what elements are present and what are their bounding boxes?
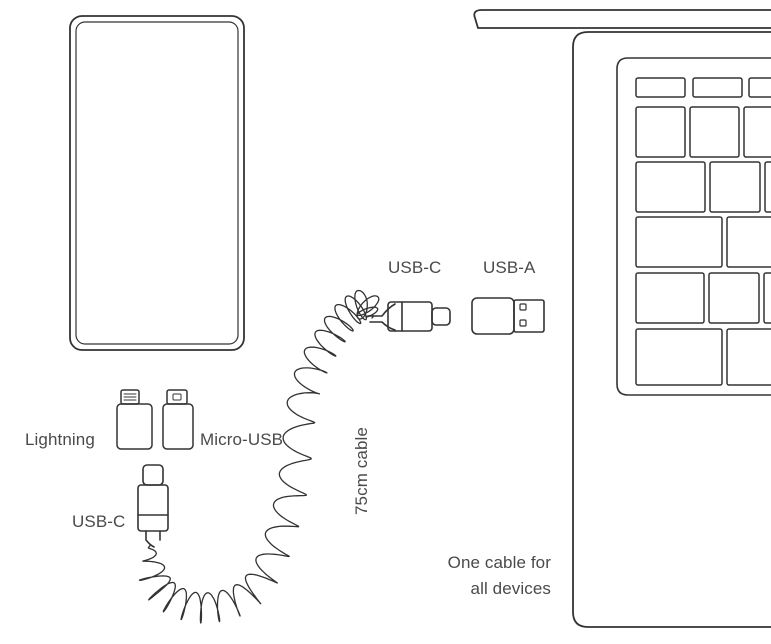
coil-strand xyxy=(138,289,380,624)
usb-c-plug-bottom-icon xyxy=(137,464,169,548)
usb-c-top-label: USB-C xyxy=(388,258,442,277)
lightning-label: Lightning xyxy=(25,430,95,449)
usb-c-bottom-label: USB-C xyxy=(72,512,126,531)
usb-c-plug-icon xyxy=(369,301,451,332)
cable-length-label: 75cm cable xyxy=(352,427,371,515)
lightning-adapter-icon xyxy=(116,389,153,450)
micro-usb-label: Micro-USB xyxy=(200,430,284,449)
coiled-cable-icon xyxy=(138,289,380,624)
micro-usb-adapter-icon xyxy=(162,389,194,450)
laptop-icon xyxy=(473,9,771,628)
tagline-line-2: all devices xyxy=(470,579,551,598)
keyboard-keys xyxy=(635,77,771,386)
tagline-line-1: One cable for xyxy=(447,553,551,572)
usb-a-adapter-icon xyxy=(471,297,545,335)
usb-a-label: USB-A xyxy=(483,258,536,277)
phone-icon xyxy=(69,15,245,351)
